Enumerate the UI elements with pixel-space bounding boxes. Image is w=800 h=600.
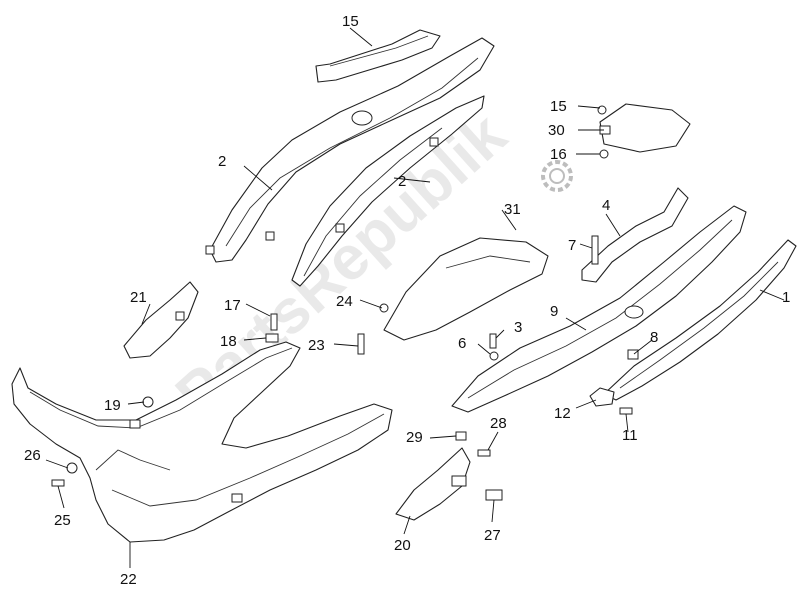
part-8-clip xyxy=(627,349,639,360)
gear-icon xyxy=(541,160,573,192)
label-25: 25 xyxy=(54,512,71,529)
washer-26 xyxy=(66,462,78,474)
clip-29 xyxy=(455,431,467,441)
label-6: 6 xyxy=(458,335,466,352)
part-22-lower-body xyxy=(11,341,393,543)
label-1: 1 xyxy=(782,289,790,306)
clip-16 xyxy=(599,149,609,159)
label-31: 31 xyxy=(504,201,521,218)
label-3: 3 xyxy=(514,319,522,336)
label-21: 21 xyxy=(130,289,147,306)
screw-27 xyxy=(485,489,503,501)
screw-7 xyxy=(591,235,599,265)
part-4-grab-rail xyxy=(581,187,689,283)
part-31-pad xyxy=(383,237,549,341)
part-21-shield xyxy=(123,281,199,359)
clip-24 xyxy=(379,303,389,313)
screw-15 xyxy=(597,105,607,115)
part-12-bracket xyxy=(589,387,615,407)
label-28: 28 xyxy=(490,415,507,432)
label-27: 27 xyxy=(484,527,501,544)
label-23: 23 xyxy=(308,337,325,354)
part-30-cover xyxy=(599,103,691,153)
label-22: 22 xyxy=(120,571,137,588)
part-9-side-cover xyxy=(451,205,747,413)
label-24: 24 xyxy=(336,293,353,310)
label-9: 9 xyxy=(550,303,558,320)
screw-3 xyxy=(489,333,497,349)
part-2-inner-panel xyxy=(291,95,485,287)
label-15: 15 xyxy=(550,98,567,115)
screw-28 xyxy=(477,449,491,457)
screw-23 xyxy=(357,333,365,355)
screw-25 xyxy=(51,479,65,487)
label-17: 17 xyxy=(224,297,241,314)
label-10: 2 xyxy=(218,153,226,170)
label-5: 15 xyxy=(342,13,359,30)
label-20: 20 xyxy=(394,537,411,554)
label-12: 12 xyxy=(554,405,571,422)
label-18: 18 xyxy=(220,333,237,350)
label-16: 16 xyxy=(550,146,567,163)
label-8: 8 xyxy=(650,329,658,346)
label-2: 2 xyxy=(398,173,406,190)
label-29: 29 xyxy=(406,429,423,446)
label-7: 7 xyxy=(568,237,576,254)
clip-18 xyxy=(265,333,279,343)
label-30: 30 xyxy=(548,122,565,139)
part-5-rail xyxy=(315,29,441,83)
label-26: 26 xyxy=(24,447,41,464)
label-11: 11 xyxy=(622,427,638,444)
part-labels: 15 2 2 15 30 16 31 4 7 1 9 8 12 11 21 17… xyxy=(24,13,790,588)
leader-lines xyxy=(45,27,785,568)
label-4: 4 xyxy=(602,197,610,214)
part-20-panel xyxy=(395,447,471,521)
screw-11 xyxy=(619,407,633,415)
screw-17 xyxy=(270,313,278,331)
part-10-side-cover xyxy=(205,37,495,263)
washer-6 xyxy=(489,351,499,361)
part-1-skirt xyxy=(603,239,797,401)
label-19: 19 xyxy=(104,397,121,414)
clip-19 xyxy=(142,396,154,408)
